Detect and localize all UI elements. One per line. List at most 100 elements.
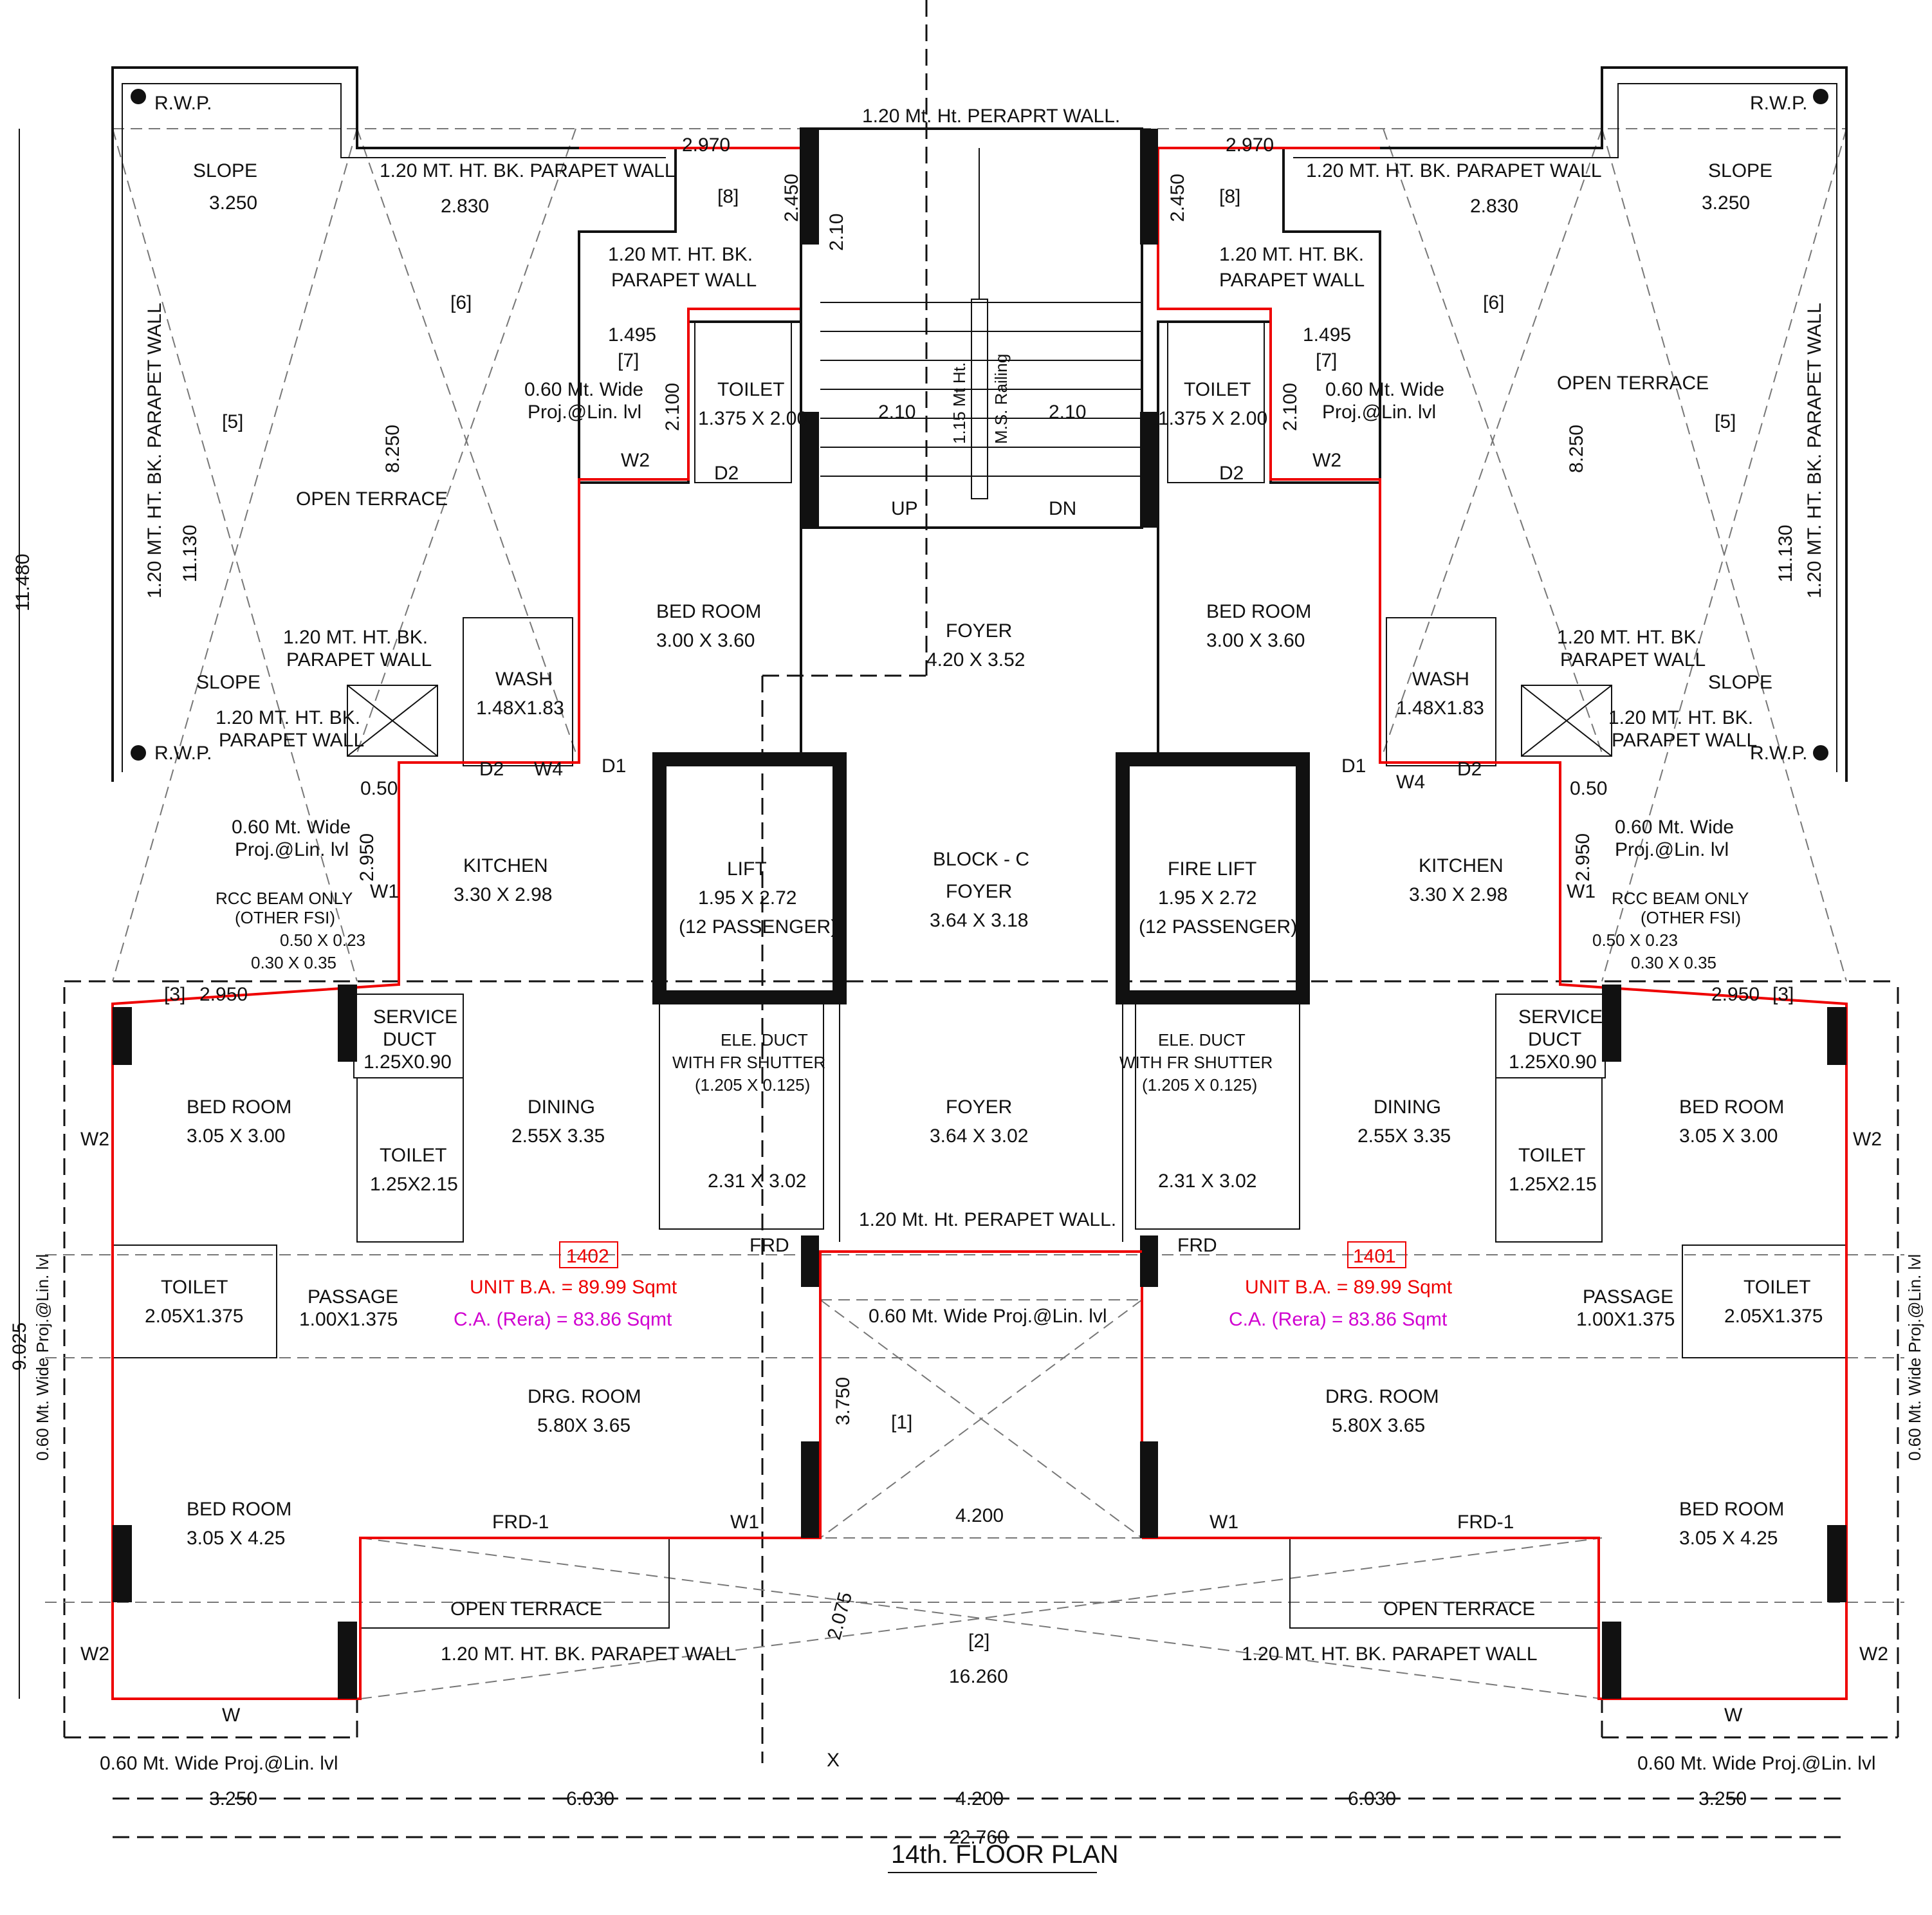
window-label: W4 <box>534 759 563 780</box>
parapet-label: 1.20 MT. HT. BK. <box>1608 707 1753 728</box>
bed-room-label: BED ROOM <box>656 601 761 622</box>
duct-label: DUCT <box>1528 1029 1581 1050</box>
dim-segment: 6.030 <box>1348 1788 1396 1809</box>
dim-label: 2.10 <box>1049 402 1086 423</box>
duct-size: 1.25X0.90 <box>363 1051 452 1073</box>
window-label: W1 <box>730 1512 759 1533</box>
proj-label: 0.60 Mt. Wide Proj.@Lin. lvl <box>1905 1254 1924 1461</box>
dim-label: 1.495 <box>608 324 656 346</box>
dim-label: 8.250 <box>1566 425 1587 473</box>
axis-label: X <box>827 1750 840 1771</box>
dim-label: 16.260 <box>949 1666 1008 1687</box>
door-label: D2 <box>1457 759 1482 780</box>
wash-size: 1.48X1.83 <box>1396 698 1484 719</box>
dining-size: 2.55X 3.35 <box>1357 1125 1451 1147</box>
unit-1402-area: 1402 UNIT B.A. = 89.99 Sqmt C.A. (Rera) … <box>454 1241 677 1330</box>
dim-segment: 3.250 <box>1698 1788 1747 1809</box>
parapet-label: 1.20 MT. HT. BK. <box>216 707 360 728</box>
toilet-size: 1.375 X 2.00 <box>698 408 807 429</box>
rcc-label: RCC BEAM ONLY <box>1612 889 1749 908</box>
dim-label: 0.50 <box>1570 778 1607 799</box>
proj-label: 0.60 Mt. Wide <box>232 817 351 838</box>
dim-label: 3.250 <box>1702 192 1750 214</box>
lift-size: 1.95 X 2.72 <box>698 887 796 909</box>
window-label: W2 <box>80 1643 109 1665</box>
dining-label: DINING <box>528 1096 595 1118</box>
core-labels: 1.20 Mt. Ht. PERAPRT WALL. 2.10 2.10 UP … <box>672 106 1297 1771</box>
open-terrace-label: OPEN TERRACE <box>296 488 448 510</box>
dim-label: 0.50 <box>360 778 398 799</box>
open-terrace-label: OPEN TERRACE <box>450 1598 602 1620</box>
door-label: D1 <box>602 755 626 777</box>
window-label: W1 <box>370 881 399 902</box>
proj-label: 0.60 Mt. Wide <box>524 379 643 400</box>
unit-carpet-area: C.A. (Rera) = 83.86 Sqmt <box>1229 1309 1448 1330</box>
dim-label: 2.100 <box>1280 383 1301 431</box>
grid-lines <box>45 0 1904 1763</box>
rcc-label: RCC BEAM ONLY <box>216 889 353 908</box>
parapet-label: 1.20 MT. HT. BK. <box>283 627 428 648</box>
drg-room-size: 5.80X 3.65 <box>537 1415 630 1436</box>
foyer-size: 3.64 X 3.18 <box>930 910 1028 931</box>
passage-label: PASSAGE <box>1583 1286 1673 1308</box>
dimension-lines <box>19 129 1846 1873</box>
dim-label: 2.830 <box>1470 196 1518 217</box>
proj-label: 0.60 Mt. Wide Proj.@Lin. lvl <box>869 1306 1107 1327</box>
tag-label: [2] <box>968 1631 989 1652</box>
open-terrace-label: OPEN TERRACE <box>1383 1598 1535 1620</box>
parapet-label: 1.20 Mt. Ht. PERAPRT WALL. <box>862 106 1120 127</box>
bed-room-size: 3.05 X 4.25 <box>187 1528 285 1549</box>
tag-label: [5] <box>1715 411 1736 432</box>
slope-label: SLOPE <box>1708 160 1772 181</box>
wash-size: 1.48X1.83 <box>476 698 564 719</box>
bed-room-size: 3.05 X 4.25 <box>1679 1528 1778 1549</box>
ele-duct-label: ELE. DUCT <box>721 1030 808 1050</box>
rcc-label: (OTHER FSI) <box>1641 908 1741 927</box>
tag-label: [8] <box>1219 186 1240 207</box>
toilet-size: 2.05X1.375 <box>145 1306 243 1327</box>
block-label: BLOCK - C <box>933 849 1029 870</box>
dim-label: 3.250 <box>209 192 257 214</box>
toilet-size: 1.375 X 2.00 <box>1158 408 1267 429</box>
parapet-label: PARAPET WALL <box>286 649 432 671</box>
door-label: D2 <box>1219 463 1244 484</box>
rcc-label: 0.50 X 0.23 <box>280 930 365 950</box>
tag-label: [7] <box>618 350 639 371</box>
ele-duct-label: WITH FR SHUTTER <box>1119 1053 1273 1072</box>
unit-1401-area: 1401 UNIT B.A. = 89.99 Sqmt C.A. (Rera) … <box>1229 1241 1453 1330</box>
unit-1401-boundary <box>1142 147 1848 1700</box>
plan-title: 14th. FLOOR PLAN <box>891 1840 1118 1869</box>
unit-built-area: UNIT B.A. = 89.99 Sqmt <box>470 1277 677 1298</box>
ele-duct-label: (1.205 X 0.125) <box>695 1075 810 1095</box>
foyer-size: 3.64 X 3.02 <box>930 1125 1028 1147</box>
proj-label: 0.60 Mt. Wide Proj.@Lin. lvl <box>33 1254 52 1461</box>
dim-label: 2.950 <box>356 833 378 882</box>
window-label: W2 <box>1859 1643 1888 1665</box>
tag-label: [3] <box>164 984 185 1005</box>
columns <box>113 89 1846 1699</box>
wash-label: WASH <box>1412 669 1469 690</box>
wash-label: WASH <box>495 669 553 690</box>
unit-carpet-area: C.A. (Rera) = 83.86 Sqmt <box>454 1309 672 1330</box>
duct-size: 1.25X0.90 <box>1509 1051 1597 1073</box>
dim-segment: 6.030 <box>566 1788 614 1809</box>
dining-label: DINING <box>1374 1096 1441 1118</box>
dim-label: 1.495 <box>1303 324 1351 346</box>
rwp-label: R.W.P. <box>154 93 212 114</box>
tag-label: [5] <box>222 411 243 432</box>
open-terrace-label: OPEN TERRACE <box>1557 373 1709 394</box>
proj-label: 0.60 Mt. Wide Proj.@Lin. lvl <box>100 1753 338 1774</box>
service-label: SERVICE <box>373 1006 457 1028</box>
window-label: W2 <box>1312 450 1341 471</box>
lift-capacity: (12 PASSENGER) <box>679 916 837 938</box>
bed-room-size: 3.05 X 3.00 <box>1679 1125 1778 1147</box>
foyer-size: 4.20 X 3.52 <box>926 649 1025 671</box>
parapet-label: 1.20 MT. HT. BK. PARAPET WALL <box>1306 160 1602 181</box>
proj-label: 0.60 Mt. Wide <box>1325 379 1444 400</box>
door-label: FRD-1 <box>1457 1512 1514 1533</box>
toilet-size: 1.25X2.15 <box>370 1174 458 1195</box>
unit-number: 1402 <box>566 1246 609 1267</box>
passage-label: PASSAGE <box>308 1286 398 1308</box>
dim-total: 22.760 <box>949 1827 1008 1848</box>
tag-label: [3] <box>1772 984 1794 1005</box>
